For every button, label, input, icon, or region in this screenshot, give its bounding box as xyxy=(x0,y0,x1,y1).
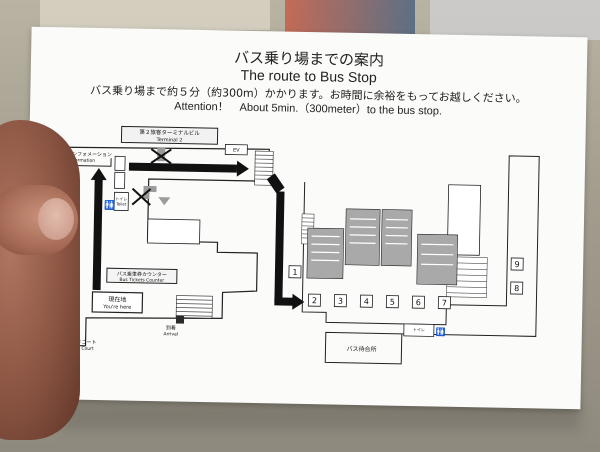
bus-area-toilet-icon: 🚻 xyxy=(436,327,446,337)
service-room-2 xyxy=(114,171,126,189)
guide-card: バス乗り場までの案内 The route to Bus Stop バス乗り場まで… xyxy=(24,26,588,410)
sign-stop-6-7 xyxy=(416,233,459,286)
bus-ticket-label: バス乗車券カウンター xyxy=(117,270,167,278)
bus-area-toilet-label: トイレ xyxy=(413,327,425,332)
stop-1-box xyxy=(288,265,302,279)
information-label: インフォメーション xyxy=(67,151,112,158)
sign-stop-2-3 xyxy=(306,227,345,280)
bus-stops: 1 2 3 4 5 6 7 8 9 xyxy=(288,257,524,310)
you-are-here-label: 現在地 xyxy=(108,295,126,303)
bus-area-outline xyxy=(301,155,540,365)
arrow-head-right xyxy=(236,160,249,177)
background-brochure xyxy=(285,0,415,36)
bus-ticket-label-en: Bus Tickets Counter xyxy=(119,277,164,284)
blocked-route-top xyxy=(150,147,172,165)
stop-6-box xyxy=(411,295,425,309)
sign-stop-4-5 xyxy=(380,209,413,267)
stop-7-label: 7 xyxy=(442,299,447,308)
arrow-vertical-left xyxy=(92,177,103,291)
central-block xyxy=(147,218,201,245)
stop-3-label: 3 xyxy=(338,297,343,306)
route-map: 第２旅客ターミナルビル Terminal 2 インフォメーション Informa… xyxy=(46,125,540,365)
food-court-label: フードコート xyxy=(67,339,97,346)
arrow-head-up xyxy=(90,168,107,181)
destination-signs xyxy=(306,208,459,286)
arrow-head-right-bottom xyxy=(292,293,305,310)
arrow-vertical-right xyxy=(274,191,285,302)
terminal2-box xyxy=(120,125,219,145)
terminal-outline xyxy=(46,146,270,351)
toilet-label: トイレ xyxy=(115,196,127,201)
bus-area-toilet xyxy=(403,323,435,337)
service-room-1 xyxy=(114,155,126,171)
arrow-diagonal xyxy=(266,173,285,194)
stop-5-label: 5 xyxy=(390,298,395,307)
thumbnail xyxy=(38,198,74,240)
stairs-top xyxy=(254,150,274,186)
arrival-label: 到着 xyxy=(166,324,176,331)
stop-4-label: 4 xyxy=(364,297,369,306)
food-court-label-en: Food Court xyxy=(69,345,94,351)
blocked-route-middle xyxy=(131,185,171,206)
stop-9-label: 9 xyxy=(515,260,520,269)
stop-6-label: 6 xyxy=(416,298,421,307)
you-are-here-label-en: You're here xyxy=(102,304,131,311)
bus-ticket-counter xyxy=(106,267,178,285)
background-paper xyxy=(40,0,270,30)
stop-8-box xyxy=(510,281,524,295)
stop-4-box xyxy=(359,294,373,308)
stop-2-label: 2 xyxy=(312,296,317,305)
stop-1-label: 1 xyxy=(292,268,297,277)
sign-text-lines xyxy=(311,218,454,266)
toilet-label-en: Toilet xyxy=(115,201,127,206)
elevator-box xyxy=(224,144,248,156)
stop-9-box xyxy=(510,257,524,271)
terminal2-label: 第２旅客ターミナルビル xyxy=(139,128,200,137)
escalator-icon xyxy=(175,315,185,324)
stop-7-box xyxy=(437,296,451,310)
arrow-horizontal-top xyxy=(128,162,238,173)
elevator-label: EV xyxy=(233,148,240,154)
stop-3-box xyxy=(333,294,347,308)
information-label-en: Information xyxy=(69,157,95,164)
route-arrows xyxy=(90,160,305,310)
arrival-label-en: Arrival xyxy=(163,331,178,337)
arrow-bottom xyxy=(274,297,295,306)
stairs-bottom xyxy=(175,295,213,319)
toilet-icon: 🚻 xyxy=(104,199,115,211)
stop-5-box xyxy=(385,295,399,309)
you-are-here-box xyxy=(91,291,144,314)
holding-hand xyxy=(0,120,80,440)
stop-2-box xyxy=(307,293,321,307)
toilet-room xyxy=(113,191,129,211)
background-object xyxy=(430,0,600,40)
sign-stop-3-4 xyxy=(344,208,381,266)
bus-waiting-label: バス待合所 xyxy=(346,345,376,354)
stop-8-label: 8 xyxy=(514,284,519,293)
terminal2-label-en: Terminal 2 xyxy=(155,137,182,144)
